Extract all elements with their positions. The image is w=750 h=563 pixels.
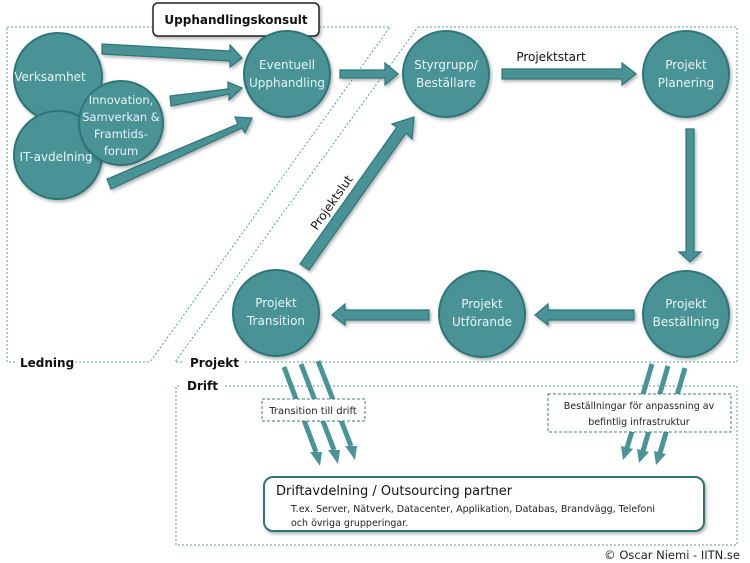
note-bestallningar <box>547 393 732 433</box>
zone-projekt-border <box>174 26 738 363</box>
zone-drift-label: Drift <box>187 379 218 393</box>
note-bestallningar-line2: befintlig infrastruktur <box>588 417 690 428</box>
node-upphandling-line1: Eventuell <box>259 58 315 72</box>
node-innovation-line1: Innovation, <box>89 93 154 107</box>
drift-box-line1: T.ex. Server, Nätverk, Datacenter, Appli… <box>290 504 655 515</box>
note-transition-till-drift-text: Transition till drift <box>268 406 357 417</box>
node-upphandling-line2: Upphandling <box>249 76 325 90</box>
node-bestallning-line1: Projekt <box>665 297 707 311</box>
drift-box <box>263 476 705 532</box>
node-utforande-line2: Utförande <box>452 315 512 329</box>
arrow-verksamhet-to-upphandling <box>101 43 243 69</box>
node-innovation-line4: forum <box>104 144 138 158</box>
arrow-projektslut <box>299 116 415 271</box>
node-styrgrupp-line1: Styrgrupp/ <box>414 58 479 72</box>
node-innovation-line2: Samverkan & <box>82 110 160 124</box>
node-bestallning-line2: Beställning <box>653 315 720 329</box>
node-transition-line2: Transition <box>246 314 305 328</box>
zone-ledning-border <box>6 26 391 363</box>
node-innovation-line3: Framtids- <box>94 127 148 141</box>
drift-box-title: Driftavdelning / Outsourcing partner <box>276 484 513 499</box>
node-verksamhet-label: Verksamhet <box>14 70 86 84</box>
zone-projekt-label: Projekt <box>190 356 239 370</box>
arrow-utforande-to-transition <box>331 302 430 327</box>
consultant-box-label: Upphandlingskonsult <box>164 13 307 27</box>
arrow-it-to-upphandling <box>106 116 253 190</box>
node-it-avdelning-label: IT-avdelning <box>19 150 92 164</box>
node-planering <box>642 30 730 118</box>
node-utforande-line1: Projekt <box>461 297 503 311</box>
arrow-innovation-to-upphandling <box>169 81 244 107</box>
copyright: © Oscar Niemi - IITN.se <box>604 548 740 562</box>
arrow-bestallning-to-utforande <box>534 302 635 327</box>
note-bestallningar-line1: Beställningar för anpassning av <box>564 401 715 412</box>
node-transition-line1: Projekt <box>255 296 297 310</box>
node-upphandling <box>243 30 331 118</box>
note-transition-till-drift <box>261 398 366 422</box>
arrow-projektstart <box>501 61 637 87</box>
node-transition <box>232 269 320 357</box>
arrow-planering-to-bestallning <box>677 128 703 263</box>
drift-box-line2: och övriga grupperingar. <box>291 518 408 529</box>
node-styrgrupp-line2: Beställare <box>416 76 476 90</box>
node-styrgrupp <box>402 30 490 118</box>
node-planering-line1: Projekt <box>665 58 707 72</box>
node-utforande <box>438 270 526 358</box>
arrow-upphandling-to-styrgrupp <box>339 61 399 87</box>
consultant-box <box>152 2 320 37</box>
label-projektstart: Projektstart <box>516 50 586 64</box>
node-planering-line2: Planering <box>658 76 714 90</box>
zone-ledning-label: Ledning <box>20 356 74 370</box>
node-innovation <box>78 80 164 166</box>
node-bestallning <box>642 270 730 358</box>
